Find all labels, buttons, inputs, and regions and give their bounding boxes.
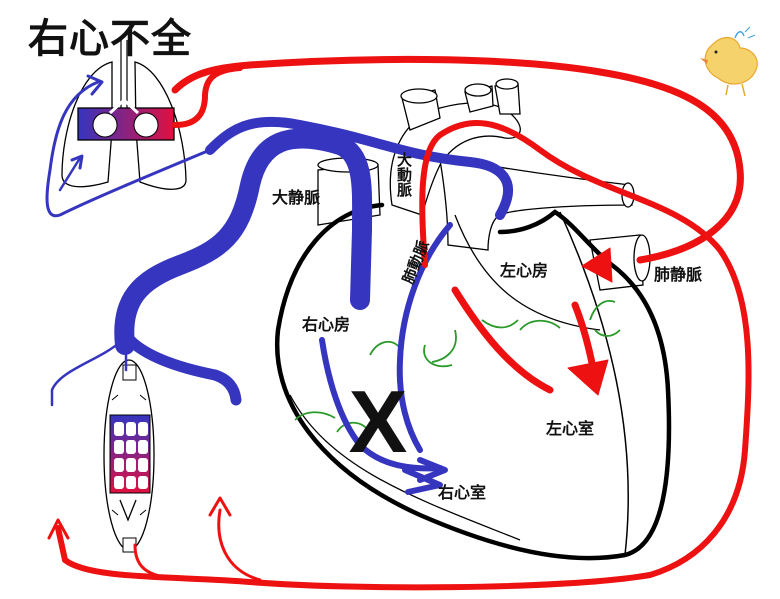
- lungs-icon: [61, 40, 187, 190]
- arterial-vessels: [55, 55, 752, 591]
- page-title: 右心不全: [28, 16, 192, 62]
- inner-wall: [289, 394, 521, 541]
- septum: [559, 211, 629, 556]
- venous-arrowheads: [70, 74, 448, 495]
- body-arrow-icon: [119, 499, 137, 522]
- arterial-arrowheads: [47, 247, 613, 540]
- inner-wall-left: [454, 214, 601, 331]
- chick-doodle-icon: [700, 26, 758, 97]
- failure-x-mark: X: [349, 372, 408, 471]
- label-right-ventricle: 右心室: [438, 483, 486, 502]
- label-pulmonary-vein: 肺静脈: [654, 265, 702, 284]
- label-left-ventricle: 左心室: [545, 419, 594, 438]
- venous-vessels: [45, 80, 513, 472]
- label-right-atrium: 右心房: [302, 315, 350, 334]
- label-vena-cava: 大静脈: [272, 188, 320, 207]
- label-aorta: 大動脈: [395, 151, 413, 198]
- label-left-atrium: 左心房: [499, 261, 548, 280]
- body-organ-icon: [103, 359, 155, 553]
- valves: [294, 300, 621, 433]
